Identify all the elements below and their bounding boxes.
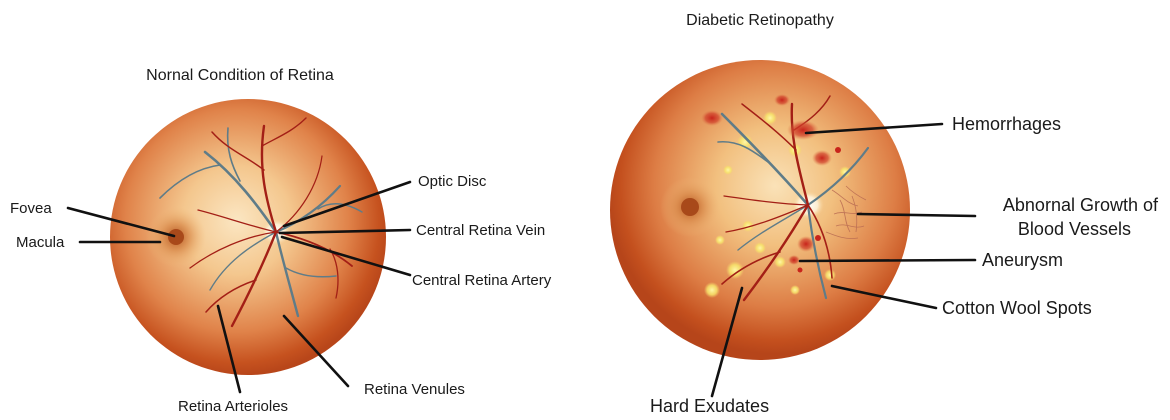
label-abnormal-growth-line2: Blood Vessels xyxy=(1018,219,1131,239)
normal-retina: Fovea Macula Optic Disc Central Retina V… xyxy=(10,99,552,415)
label-central-retina-artery: Central Retina Artery xyxy=(412,272,552,289)
label-retina-venules: Retina Venules xyxy=(364,381,465,398)
label-abnormal-growth-line1: Abnornal Growth of xyxy=(1003,195,1159,215)
label-retina-arterioles: Retina Arterioles xyxy=(178,398,288,415)
diabetic-fovea-spot xyxy=(681,198,699,216)
label-macula: Macula xyxy=(16,234,65,251)
label-cotton-wool-spots: Cotton Wool Spots xyxy=(942,298,1092,318)
label-optic-disc: Optic Disc xyxy=(418,173,487,190)
label-central-retina-vein: Central Retina Vein xyxy=(416,222,545,239)
label-hemorrhages: Hemorrhages xyxy=(952,114,1061,134)
label-hard-exudates: Hard Exudates xyxy=(650,396,769,415)
label-aneurysm: Aneurysm xyxy=(982,250,1063,270)
normal-fovea-spot xyxy=(168,229,184,245)
aneurysm-leader xyxy=(800,260,975,261)
normal-retina-title: Nornal Condition of Retina xyxy=(146,67,334,84)
label-fovea: Fovea xyxy=(10,200,52,217)
diabetic-retina-fundus xyxy=(610,60,910,360)
diabetic-retina: Hemorrhages Abnornal Growth of Blood Ves… xyxy=(610,60,1159,415)
diabetic-retinopathy-title: Diabetic Retinopathy xyxy=(686,12,834,29)
